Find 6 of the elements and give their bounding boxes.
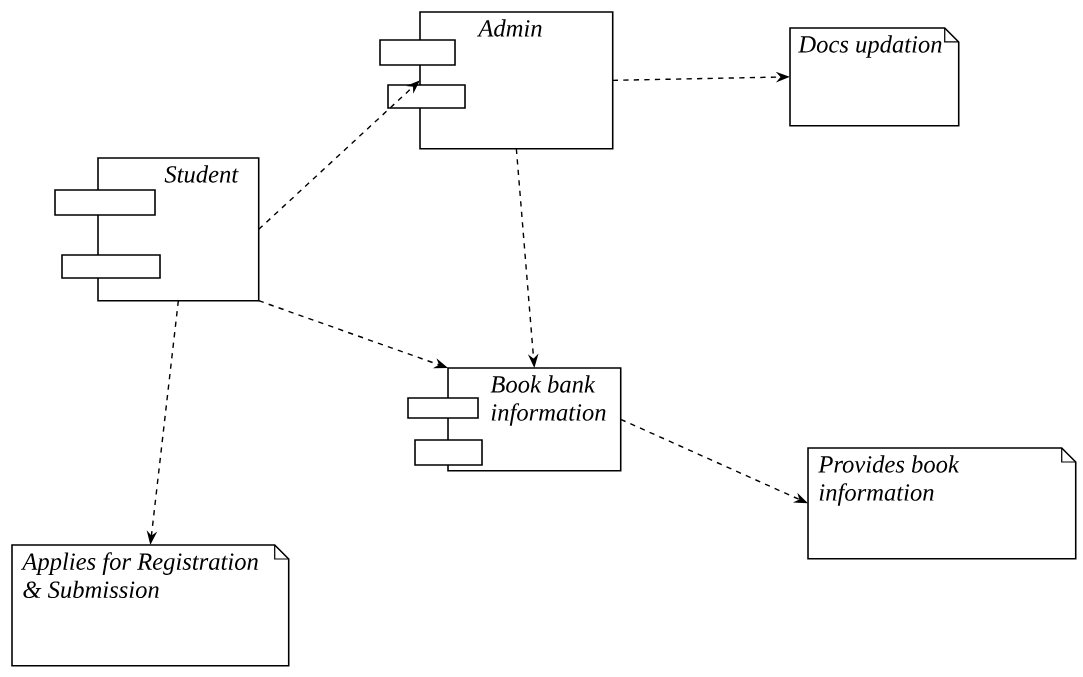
component-box: Admin	[379, 11, 614, 150]
note-box: Applies for Registration & Submission	[11, 544, 290, 667]
component-box: Student	[54, 157, 260, 302]
note-box: Docs updation	[789, 27, 960, 127]
component-box: Book bank information	[407, 367, 622, 472]
note-box: Provides book information	[807, 447, 1077, 560]
